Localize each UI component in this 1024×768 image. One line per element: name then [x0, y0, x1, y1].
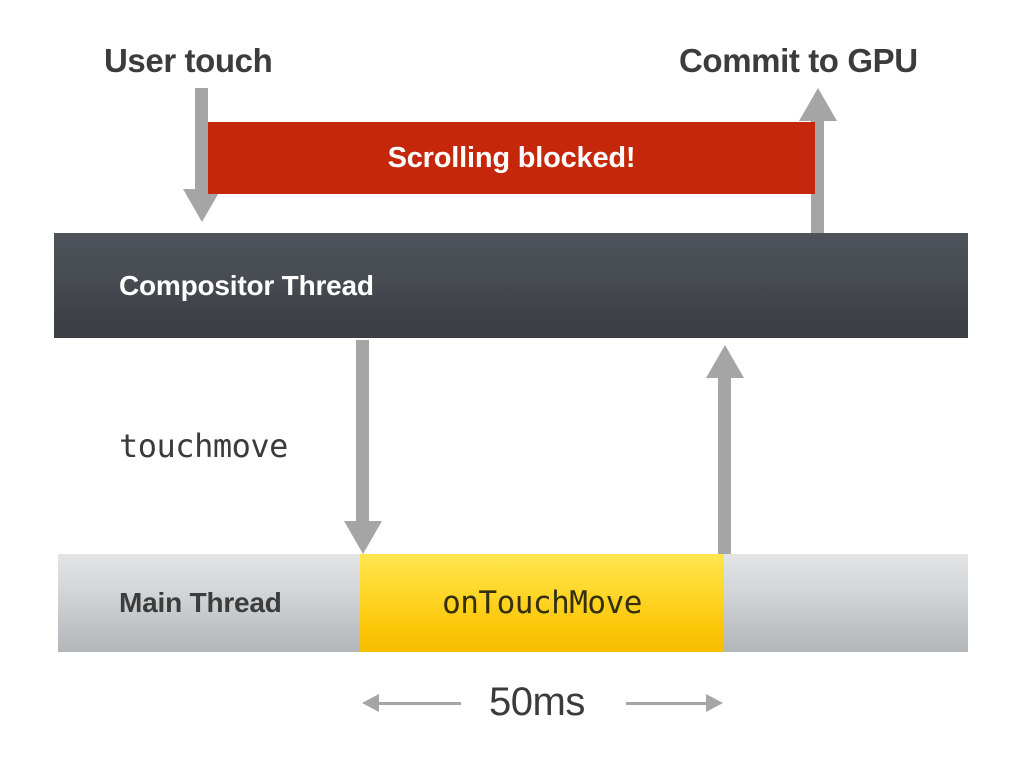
compositor-thread-label: Compositor Thread — [119, 269, 374, 301]
compositor-thread-bar: Compositor Thread — [54, 233, 968, 338]
arrow-user-touch-shaft — [195, 88, 208, 190]
scrolling-blocked-banner: Scrolling blocked! — [208, 122, 815, 194]
duration-line-left — [378, 702, 461, 705]
arrow-touchmove-shaft — [356, 340, 369, 524]
label-user-touch: User touch — [104, 42, 273, 79]
label-commit-to-gpu: Commit to GPU — [679, 42, 918, 79]
arrow-left-icon-duration — [362, 694, 379, 712]
arrow-down-icon-touchmove — [344, 521, 382, 554]
ontouchmove-task-block: onTouchMove — [360, 554, 724, 652]
touchmove-event-label: touchmove — [119, 427, 288, 465]
ontouchmove-label: onTouchMove — [442, 585, 642, 621]
duration-line-right — [626, 702, 709, 705]
arrow-up-icon-return — [706, 345, 744, 378]
duration-label: 50ms — [489, 680, 585, 724]
arrow-right-icon-duration — [706, 694, 723, 712]
arrow-down-icon-user-touch — [183, 189, 221, 222]
scrolling-blocked-label: Scrolling blocked! — [387, 141, 636, 174]
arrow-return-shaft — [718, 378, 731, 554]
arrow-up-icon-commit-to-gpu — [799, 88, 837, 121]
main-thread-label: Main Thread — [119, 587, 282, 618]
